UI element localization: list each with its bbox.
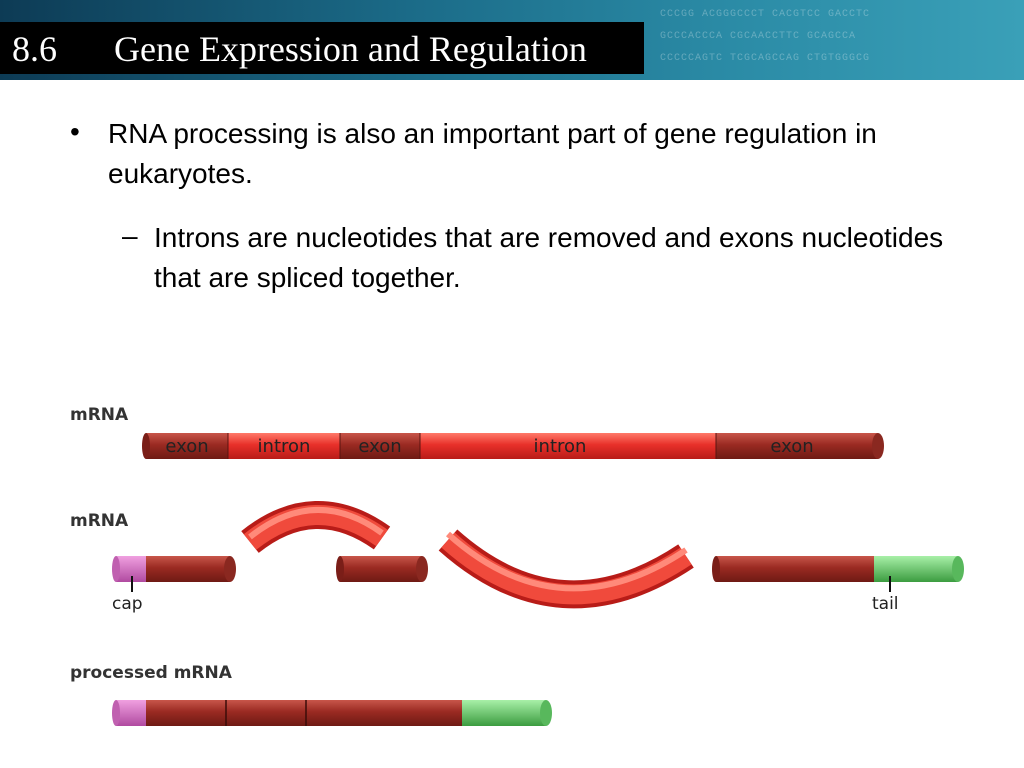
row3-exon-2: [226, 700, 306, 726]
row2-exon-2: [340, 556, 422, 582]
row1-intron-1: [228, 433, 340, 459]
row3-exon-1: [146, 700, 226, 726]
row2-mrna-label: mRNA: [70, 511, 129, 531]
cap-label: cap: [112, 594, 143, 614]
dna-sequence-decoration: CCCGG ACGGGCCCT CACGTCC GACCTC GCCCACCCA…: [660, 9, 871, 64]
page-title: Gene Expression and Regulation: [114, 29, 587, 69]
row2-exon-3: [716, 556, 874, 582]
row1-exon-3: [716, 433, 878, 459]
row1-seg-label-2: intron: [258, 436, 311, 457]
row1-intron-2: [420, 433, 716, 459]
row1-exon-2: [340, 433, 420, 459]
bullet-marker: •: [70, 116, 80, 147]
row3-tail: [462, 700, 546, 726]
section-number: 8.6: [12, 29, 57, 69]
bullet-main: RNA processing is also an important part…: [108, 118, 877, 189]
row3-processed-strand: [112, 700, 552, 726]
tail-label: tail: [872, 594, 899, 614]
row3-exon-3: [306, 700, 462, 726]
row1-mrna-label: mRNA: [70, 405, 129, 425]
row1-mrna-strand: exon intron exon intron exon: [142, 433, 884, 459]
row3-processed-mrna-label: processed mRNA: [70, 663, 233, 683]
row2-exon-1: [146, 556, 230, 582]
bullet-sub: Introns are nucleotides that are removed…: [154, 222, 944, 293]
rna-splicing-diagram: mRNA exon intron exon intron exon mRNA c…: [70, 405, 964, 726]
row2-spliced-pieces: cap tail: [112, 501, 964, 614]
row1-seg-label-5: exon: [770, 436, 813, 457]
title-box: [0, 22, 644, 74]
row1-seg-label-3: exon: [358, 436, 401, 457]
row2-tail: [874, 556, 958, 582]
sub-bullet-marker: –: [122, 220, 138, 251]
row1-seg-label-4: intron: [534, 436, 587, 457]
row3-cap: [116, 700, 146, 726]
row1-seg-label-1: exon: [165, 436, 208, 457]
row1-end-cap: [872, 433, 884, 459]
row1-exon-1: [146, 433, 228, 459]
